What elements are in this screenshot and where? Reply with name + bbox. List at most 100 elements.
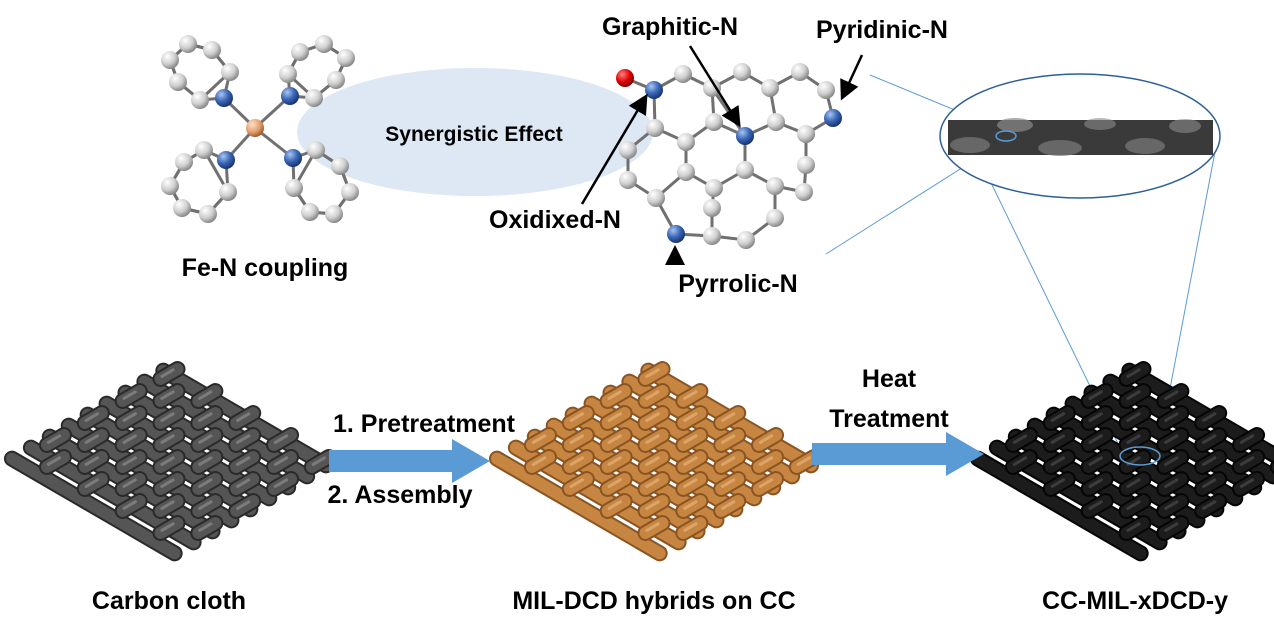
yarn-highlight	[198, 412, 213, 422]
warp-yarn	[753, 473, 783, 495]
carbon-atom	[766, 209, 784, 227]
weft-yarn	[5, 452, 181, 560]
warp-yarn	[116, 451, 146, 473]
warp-yarn	[230, 407, 260, 429]
warp-yarn	[1044, 429, 1074, 451]
warp-yarn	[192, 385, 222, 407]
carbon-atom	[703, 199, 721, 217]
warp-yarn	[525, 429, 555, 451]
warp-yarn	[677, 407, 707, 429]
nitrogen-atom	[217, 151, 235, 169]
carbon-cloth-label: Carbon cloth	[92, 587, 246, 615]
pyridinic-n-pointer	[840, 54, 864, 101]
yarn-highlight	[1012, 434, 1028, 444]
warp-yarn	[40, 451, 70, 473]
carbon-atom	[161, 177, 179, 195]
carbon-atom	[291, 43, 309, 61]
carbon-atom	[221, 63, 239, 81]
warp-yarn	[1044, 473, 1074, 495]
carbon-atom	[179, 35, 197, 53]
yarn-highlight	[1201, 500, 1217, 510]
carbon-atom	[341, 183, 359, 201]
yarn-highlight	[1126, 522, 1141, 532]
carbon-atom	[646, 119, 664, 137]
warp-yarn	[1196, 451, 1226, 473]
yarn-highlight	[198, 478, 213, 488]
yarn-highlight	[1088, 456, 1103, 466]
nitrogen-atom	[281, 87, 299, 105]
nitrogen-atom	[215, 89, 233, 107]
synergistic-effect-ellipse	[297, 68, 653, 196]
warp-yarn	[154, 407, 184, 429]
warp-yarn	[1082, 451, 1112, 473]
warp-yarn	[1158, 473, 1188, 495]
warp-yarn	[116, 407, 146, 429]
warp-yarn	[154, 363, 184, 385]
warp-yarn	[154, 385, 184, 407]
heat-treatment-arrow[interactable]	[812, 432, 984, 476]
yarn-highlight	[758, 434, 774, 444]
yarn-highlight	[46, 456, 62, 466]
yarn-highlight	[1088, 500, 1103, 510]
carbon-atom	[797, 125, 815, 143]
warp-yarn	[715, 407, 745, 429]
warp-yarn	[677, 429, 707, 451]
yarn-highlight	[1088, 390, 1103, 400]
carbon-atom	[705, 179, 723, 197]
yarn-highlight	[1088, 412, 1103, 422]
carbon-atom	[161, 51, 179, 69]
warp-yarn	[192, 517, 222, 539]
yarn-highlight	[160, 368, 175, 378]
yarn-highlight	[531, 456, 547, 466]
yarn-highlight	[122, 500, 137, 510]
warp-yarn	[40, 429, 70, 451]
yarn-highlight	[235, 500, 251, 510]
warp-yarn	[563, 473, 593, 495]
warp-yarn	[154, 495, 184, 517]
warp-yarn	[1006, 451, 1036, 473]
carbon-atom	[619, 141, 637, 159]
yarn-highlight	[720, 412, 736, 422]
yarn-highlight	[720, 500, 736, 510]
warp-yarn	[1120, 451, 1150, 473]
step-pretreatment-label: 1. Pretreatment	[333, 410, 516, 438]
assembly-arrow[interactable]	[329, 439, 490, 483]
yarn-highlight	[1164, 434, 1179, 444]
warp-yarn	[1082, 429, 1112, 451]
yarn-highlight	[1164, 390, 1179, 400]
warp-yarn	[715, 473, 745, 495]
yarn-highlight	[1164, 412, 1179, 422]
yarn-highlight	[160, 478, 175, 488]
yarn-highlight	[531, 434, 547, 444]
warp-yarn	[154, 451, 184, 473]
yarn-highlight	[160, 456, 175, 466]
warp-yarn	[601, 451, 631, 473]
yarn-highlight	[160, 390, 175, 400]
yarn-highlight	[46, 434, 62, 444]
yarn-highlight	[645, 412, 660, 422]
yarn-highlight	[122, 390, 137, 400]
warp-yarn	[601, 429, 631, 451]
yarn-highlight	[720, 478, 736, 488]
warp-yarn	[1120, 517, 1150, 539]
warp-yarn	[268, 473, 298, 495]
warp-yarn	[639, 473, 669, 495]
carbon-atom	[315, 35, 333, 53]
yarn-highlight	[160, 500, 175, 510]
iron-atom	[246, 119, 264, 137]
yarn-highlight	[235, 456, 251, 466]
yarn-highlight	[569, 478, 584, 488]
carbon-atom	[285, 179, 303, 197]
yarn-highlight	[84, 434, 99, 444]
step-assembly-label: 2. Assembly	[328, 481, 473, 509]
yarn-highlight	[122, 412, 137, 422]
warp-yarn	[639, 385, 669, 407]
yarn-highlight	[273, 434, 289, 444]
warp-yarn	[1120, 363, 1150, 385]
warp-yarn	[1196, 473, 1226, 495]
yarn-highlight	[607, 456, 622, 466]
synergistic-effect-label: Synergistic Effect	[385, 123, 562, 146]
cc-mil-cloth-image	[969, 361, 1274, 562]
warp-yarn	[639, 363, 669, 385]
carbon-atom	[817, 81, 835, 99]
